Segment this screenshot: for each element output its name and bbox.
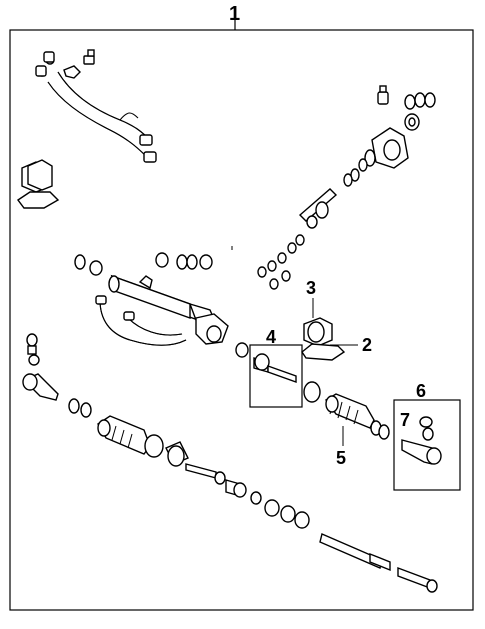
valve-housing-assembly: [257, 85, 436, 290]
callout-1: 1: [229, 3, 240, 25]
seal-small: [235, 342, 249, 358]
inner-tie-rod: [185, 463, 247, 498]
mounting-bracket-clamp: [16, 159, 60, 209]
hydraulic-lines-middle: [95, 295, 187, 346]
seal-set-middle: [74, 252, 213, 276]
rack-seal-row: [250, 491, 310, 529]
steering-rack-bar: [319, 533, 438, 593]
assembly-frame: [9, 29, 474, 611]
callout-4-box: [249, 344, 303, 408]
left-tie-rod-end: [22, 333, 92, 418]
callout-3: 3: [306, 278, 316, 298]
boot-clamp-2: [378, 424, 390, 440]
mount-bushing-assembly: [301, 317, 346, 361]
rack-housing: [108, 274, 229, 345]
callout-6: 6: [416, 381, 426, 401]
hydraulic-lines-top: [35, 49, 157, 163]
rack-seal-ring: [144, 434, 164, 458]
outer-tie-rod-end: [401, 416, 442, 465]
callout-2: 2: [362, 335, 372, 355]
callout-4: 4: [266, 327, 276, 347]
inner-rack-part: [253, 353, 297, 383]
left-dust-boot: [97, 415, 151, 455]
callout-7: 7: [400, 410, 410, 430]
callout-5: 5: [336, 448, 346, 468]
dust-boot: [324, 393, 375, 429]
rack-bushing-end: [167, 445, 185, 467]
callout-6-box: [393, 399, 461, 491]
o-ring-large: [303, 381, 321, 403]
